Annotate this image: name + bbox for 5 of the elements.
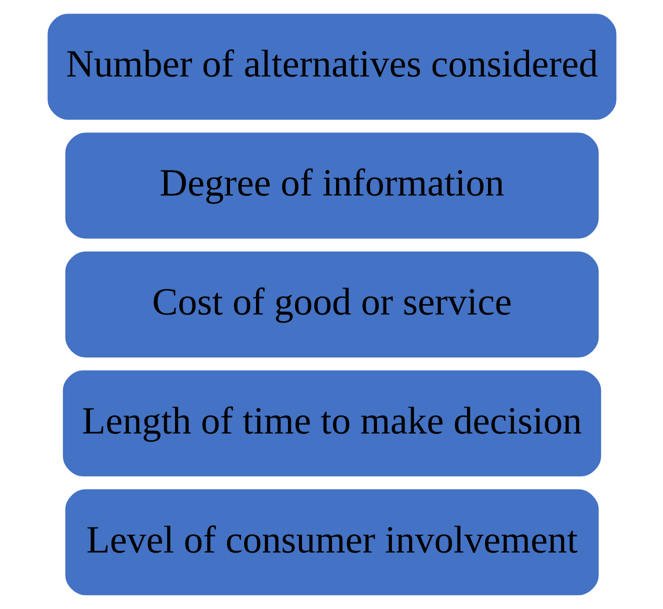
node-box: Level of consumer involvement <box>64 489 598 596</box>
node-box: Degree of information <box>64 132 598 239</box>
node-box: Number of alternatives considered <box>47 14 616 120</box>
node-box: Length of time to make decision <box>62 370 601 476</box>
node-box: Cost of good or service <box>64 251 598 358</box>
